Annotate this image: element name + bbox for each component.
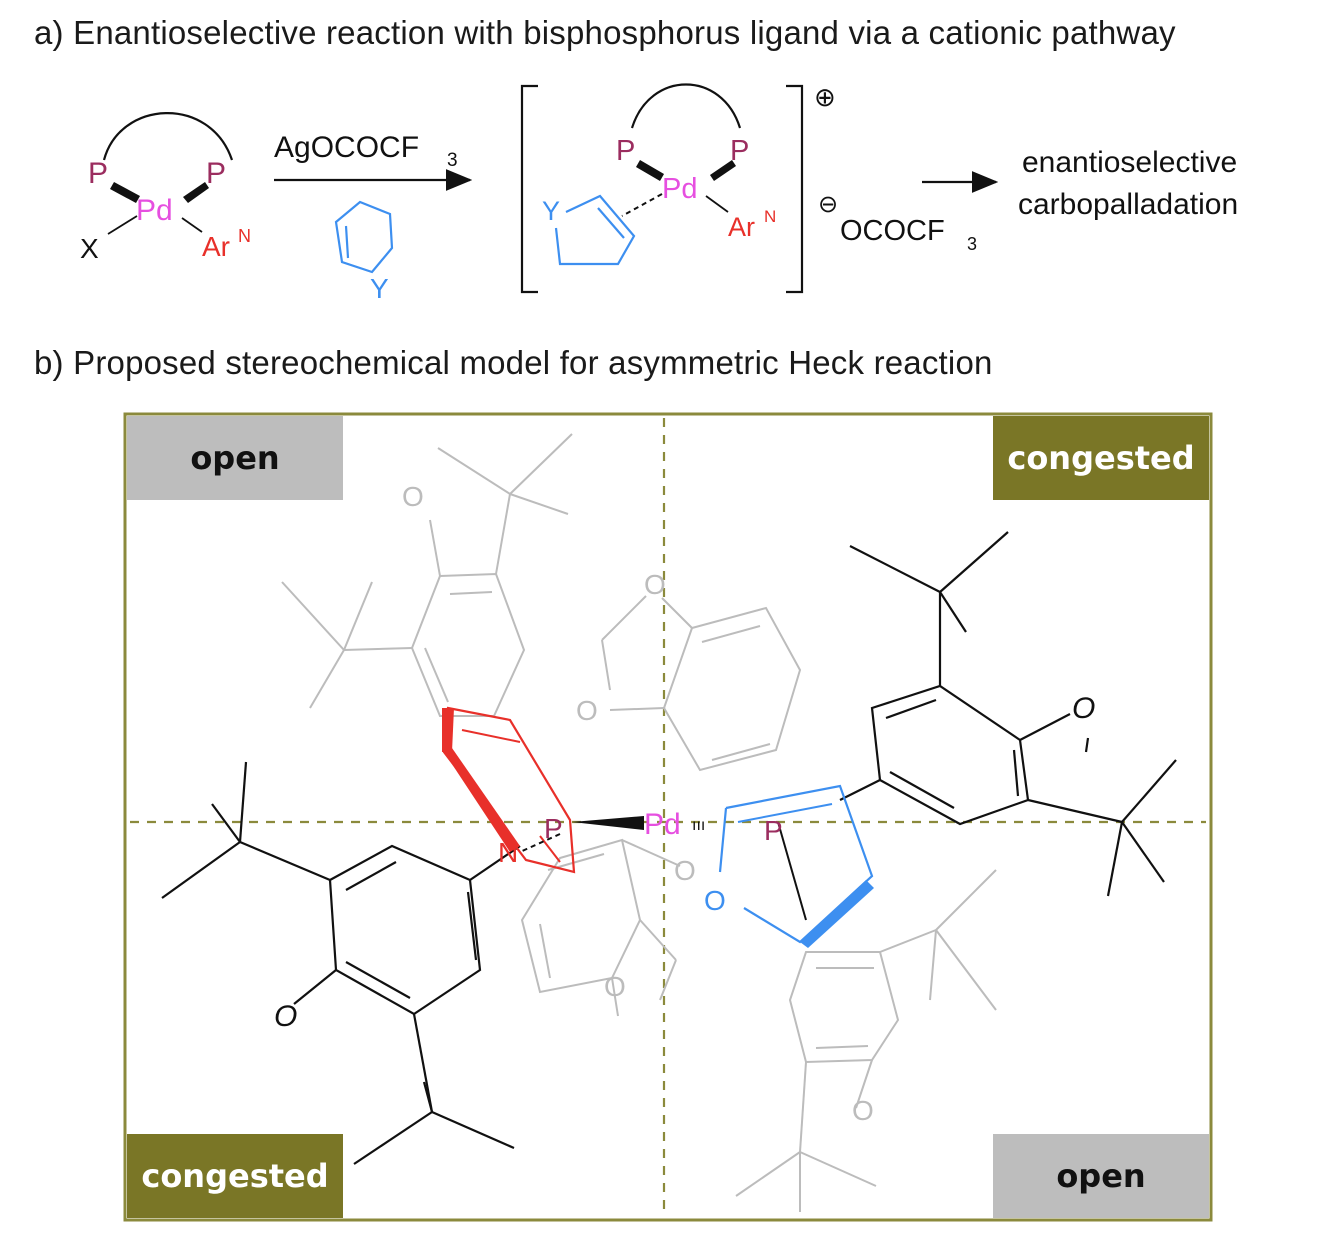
complex1-p-right: P [206,157,226,190]
product-line-2: carbopalladation [1018,188,1238,221]
atom-o-grey-2: O [644,569,666,600]
heading-part-a: a) Enantioselective reaction with bispho… [34,14,1176,51]
reagent-subscript: 3 [447,150,458,171]
cyclic-alkene: Y [334,200,394,304]
complex1-ar: Ar [202,231,230,262]
atom-o-grey-6: O [852,1095,874,1126]
atom-p-left: P [544,813,563,844]
grey-ligand-framework [281,433,997,1212]
pd-complex-1: P P Pd X Ar N [80,112,251,264]
intermediate-positive-charge: ⊕ [814,82,836,112]
atom-n: N [498,837,518,868]
red-aryl-n: N [442,706,576,874]
model-frame [123,412,1213,1222]
atom-o-blue: O [704,885,726,916]
atom-o-black-1: O [1072,692,1095,725]
atom-o-grey-1: O [402,481,424,512]
atom-o-grey-4: O [674,855,696,886]
counterion: ⊖ OCOCF 3 [818,191,977,254]
complex1-pd: Pd [136,194,173,227]
black-aryl-framework [161,531,1177,1165]
complex1-ar-sup: N [238,226,251,246]
intermediate-ar-sup: N [764,207,776,226]
intermediate-pd: Pd [662,173,697,205]
intermediate-y: Y [542,196,560,226]
reaction-arrow-1: AgOCOCF 3 [274,131,473,191]
intermediate-p-left: P [616,135,635,167]
alkene-y: Y [370,273,389,304]
cationic-intermediate: ⊕ P P Pd Ar N Y [520,82,836,294]
corner-label-bottom-left: congested [127,1134,343,1218]
atom-o-grey-5: O [604,971,626,1002]
atom-o-black-2: O [274,1000,297,1033]
counterion-text: OCOCF [840,215,945,247]
intermediate-p-right: P [730,135,749,167]
complex1-p-left: P [88,157,108,190]
blue-dihydrofuran: O [704,784,874,948]
product-line-1: enantioselective [1022,146,1237,179]
pd-center: P Pd ııı P [519,808,807,921]
atom-pd-hashed-wedge: ııı [692,817,705,834]
corner-label-top-left: open [127,416,343,500]
heading-part-b: b) Proposed stereochemical model for asy… [34,344,993,381]
reagent-agococf3: AgOCOCF [274,131,419,164]
atom-pd: Pd [644,808,681,841]
intermediate-ar: Ar [728,212,755,242]
corner-label-top-right: congested [993,416,1209,500]
atom-p-right: P [764,815,783,846]
counterion-charge: ⊖ [818,191,838,218]
counterion-subscript: 3 [967,234,977,254]
corner-label-bottom-right: open [993,1134,1209,1218]
complex1-x: X [80,233,99,264]
atom-o-grey-3: O [576,695,598,726]
